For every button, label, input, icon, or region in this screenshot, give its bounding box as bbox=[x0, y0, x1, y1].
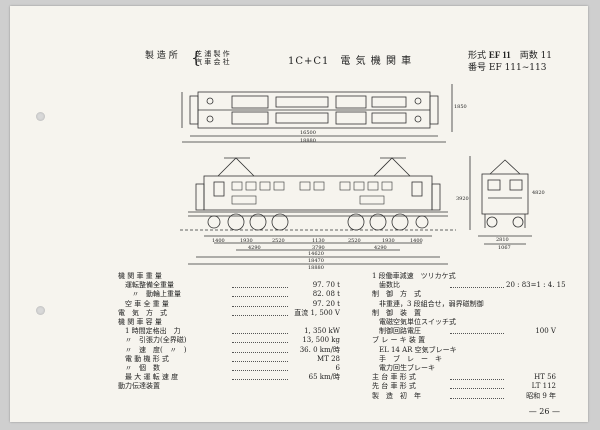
spec-label: 〃 引張力(全界磁) bbox=[118, 336, 187, 345]
spec-value: 直流 1, 500 V bbox=[294, 308, 340, 317]
dim-label: 16500 bbox=[300, 130, 316, 136]
spec-value: 97. 70 t bbox=[312, 281, 340, 290]
spec-value: LT 112 bbox=[531, 382, 556, 391]
spec-value: 65 km/時 bbox=[308, 373, 340, 382]
spec-label: 主 台 車 形 式 bbox=[372, 373, 416, 382]
page-number: — 26 — bbox=[528, 407, 560, 416]
dim-label: 4290 bbox=[374, 245, 387, 251]
binder-hole bbox=[36, 306, 45, 315]
spec-label: 空 車 全 重 量 bbox=[118, 299, 169, 308]
leader-dots bbox=[232, 296, 288, 298]
dim-label: 18880 bbox=[308, 265, 324, 271]
spec-label: 1 段働車減速 ツリカケ式 bbox=[372, 272, 456, 280]
side-view-body bbox=[203, 175, 433, 211]
dim-label: 1930 bbox=[240, 238, 253, 244]
spec-label: ブ レ ー キ 装 置 bbox=[372, 336, 426, 345]
spec-label: 制御回路電圧 bbox=[372, 327, 421, 336]
page-title: 1C+C1 電 気 機 関 車 bbox=[288, 56, 413, 67]
maker-names: 芝 浦 製 作 汽 車 会 社 bbox=[195, 50, 230, 66]
spec-value: 昭和 9 年 bbox=[526, 391, 556, 400]
spec-label: 電 動 機 形 式 bbox=[118, 354, 169, 363]
leader-dots bbox=[232, 305, 288, 307]
maker-label: 製 造 所 bbox=[145, 51, 178, 61]
leader-dots bbox=[232, 370, 288, 371]
spec-label: 先 台 車 形 式 bbox=[372, 382, 416, 391]
spec-label: 機 関 車 容 量 bbox=[118, 318, 162, 326]
spec-label: 製 造 初 年 bbox=[372, 391, 421, 400]
leader-dots bbox=[450, 333, 504, 335]
model-value: EF 11 bbox=[488, 50, 511, 60]
brace-icon: { bbox=[191, 48, 202, 67]
dim-label: 3790 bbox=[312, 245, 325, 251]
spec-label: 機 関 車 重 量 bbox=[118, 272, 162, 280]
number-label: 番号 bbox=[468, 63, 487, 73]
spec-label: 制 御 方 式 bbox=[372, 290, 421, 299]
dim-label: 4290 bbox=[248, 245, 261, 251]
leader-dots bbox=[450, 388, 504, 390]
spec-label: 手 ブ レ ー キ bbox=[372, 354, 442, 363]
leader-dots bbox=[450, 287, 504, 289]
spec-value: 6 bbox=[335, 364, 340, 372]
dim-label: 18880 bbox=[300, 138, 316, 144]
count-label: 両数 bbox=[519, 51, 538, 61]
dim-label: 3920 bbox=[456, 196, 469, 202]
dim-label: 1130 bbox=[312, 238, 325, 244]
number-row: 番号 EF 111∼113 bbox=[468, 60, 546, 73]
spec-value: MT 28 bbox=[317, 354, 340, 363]
spec-label: 最 大 運 転 速 度 bbox=[118, 373, 179, 382]
maker-line1: 芝 浦 製 作 bbox=[195, 50, 230, 58]
dim-label: 1930 bbox=[382, 238, 395, 244]
spec-label: 運転整備全重量 bbox=[118, 281, 174, 290]
count-value: 11 bbox=[540, 51, 553, 61]
spec-label: 動力伝達装置 bbox=[118, 382, 160, 391]
dim-label: 1850 bbox=[454, 104, 467, 110]
leader-dots bbox=[232, 360, 288, 362]
binder-hole bbox=[36, 112, 45, 121]
leader-dots bbox=[450, 397, 504, 399]
spec-label: 電 気 方 式 bbox=[118, 308, 167, 317]
model-row: 形式 EF 11 両数 11 bbox=[468, 48, 552, 61]
spec-value: 20 : 83=1 : 4. 15 bbox=[506, 281, 566, 290]
spec-value: 82. 08 t bbox=[312, 290, 340, 299]
spec-value: 36. 0 km/時 bbox=[299, 345, 340, 354]
maker-line2: 汽 車 会 社 bbox=[195, 58, 230, 66]
spec-value: HT 56 bbox=[534, 373, 556, 382]
spec-value: 13, 500 kg bbox=[302, 336, 340, 345]
spec-label: 〃 動輪上重量 bbox=[118, 290, 181, 299]
dim-label: 2810 bbox=[496, 237, 509, 243]
spec-value: 100 V bbox=[535, 327, 556, 336]
number-value: EF 111∼113 bbox=[488, 63, 547, 73]
spec-value: 1, 350 kW bbox=[304, 327, 340, 336]
spec-label: EL 14 AR 空気ブレーキ bbox=[372, 345, 457, 354]
spec-label: 非重連，3 段組合せ，弱界磁制御 bbox=[372, 299, 484, 308]
spec-label: 電力回生ブレーキ bbox=[372, 364, 435, 372]
leader-dots bbox=[450, 379, 504, 381]
leader-dots bbox=[232, 379, 288, 381]
spec-label: 〃 速 度( 〃 ) bbox=[118, 345, 187, 354]
leader-dots bbox=[232, 287, 288, 289]
dim-label: 1400 bbox=[410, 238, 423, 244]
dim-label: 18470 bbox=[308, 258, 324, 264]
end-view-body bbox=[481, 173, 529, 215]
leader-dots bbox=[232, 314, 288, 316]
model-label: 形式 bbox=[468, 51, 487, 61]
spec-value: 97. 20 t bbox=[312, 299, 340, 308]
leader-dots bbox=[232, 333, 288, 335]
spec-label: 〃 個 数 bbox=[118, 364, 160, 372]
dim-label: 1067 bbox=[498, 245, 511, 251]
spec-label: 制 御 装 置 bbox=[372, 308, 421, 317]
spec-label: 電磁空気単位スイッチ式 bbox=[372, 318, 456, 326]
leader-dots bbox=[232, 351, 288, 353]
spec-label: 歯数比 bbox=[372, 281, 400, 290]
dim-label: 2520 bbox=[272, 238, 285, 244]
dim-label: 14620 bbox=[308, 251, 324, 257]
spec-label: 1 時間定格出 力 bbox=[118, 327, 181, 336]
dim-label: 1400 bbox=[212, 238, 225, 244]
dim-label: 2520 bbox=[348, 238, 361, 244]
leader-dots bbox=[232, 342, 288, 344]
dim-label: 4820 bbox=[532, 190, 545, 196]
